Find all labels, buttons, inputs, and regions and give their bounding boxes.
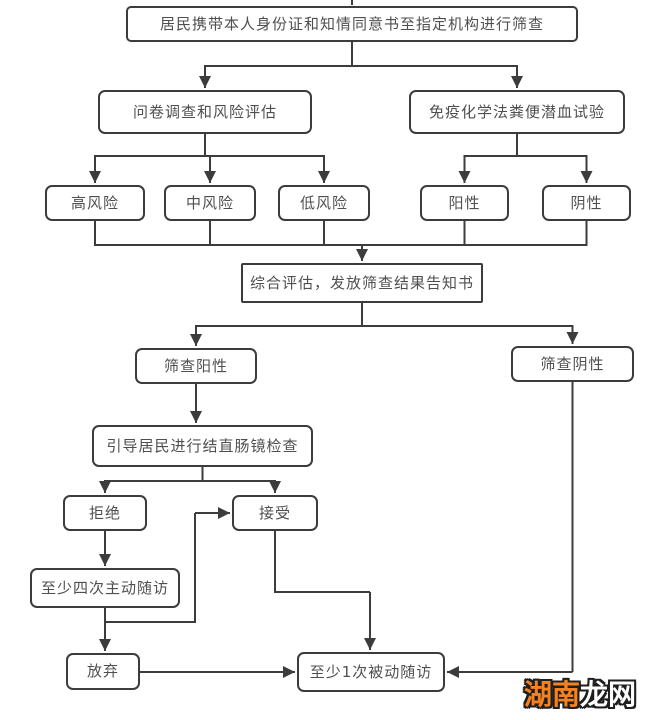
node-evaluation: 综合评估，发放筛查结果告知书 [241, 263, 483, 303]
node-fobt-test: 免疫化学法粪便潜血试验 [409, 90, 625, 134]
connector-lines [89, 0, 593, 678]
node-negative: 阴性 [542, 185, 631, 221]
node-questionnaire: 问卷调查和风险评估 [98, 90, 312, 134]
node-colonoscopy: 引导居民进行结直肠镜检查 [92, 425, 313, 467]
node-passive-followup: 至少1次被动随访 [297, 652, 445, 692]
node-start: 居民携带本人身份证和知情同意书至指定机构进行筛查 [126, 6, 578, 42]
node-refuse: 拒绝 [63, 495, 147, 531]
node-positive: 阳性 [420, 185, 509, 221]
node-mid-risk: 中风险 [164, 185, 256, 221]
node-active-followup: 至少四次主动随访 [30, 568, 180, 608]
node-low-risk: 低风险 [278, 185, 370, 221]
node-accept: 接受 [232, 495, 318, 531]
watermark-text-part1: 湖南 [524, 678, 581, 711]
node-high-risk: 高风险 [45, 185, 145, 221]
node-screen-negative: 筛查阴性 [511, 346, 634, 382]
node-screen-positive: 筛查阳性 [135, 348, 257, 384]
watermark-text-part2: 龙网 [580, 678, 637, 711]
node-give-up: 放弃 [66, 653, 140, 690]
watermark-logo: 湖南龙网 [524, 681, 636, 709]
